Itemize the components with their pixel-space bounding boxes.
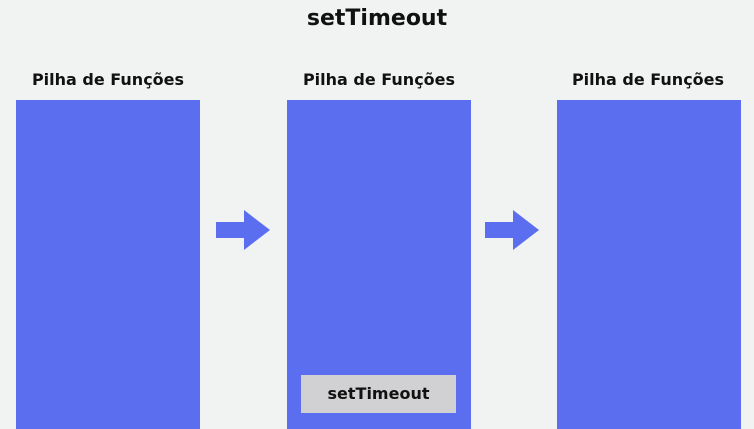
stack-frame-settimeout: setTimeout [301,375,456,413]
stage-3-label: Pilha de Funções [571,70,725,89]
right-arrow-icon [485,210,539,250]
stage-1-label: Pilha de Funções [31,70,185,89]
call-stack-3 [557,100,741,429]
call-stack-2: setTimeout [287,100,471,429]
stage-2-label: Pilha de Funções [302,70,456,89]
call-stack-1 [16,100,200,429]
right-arrow-icon [216,210,270,250]
diagram-title: setTimeout [306,6,448,31]
